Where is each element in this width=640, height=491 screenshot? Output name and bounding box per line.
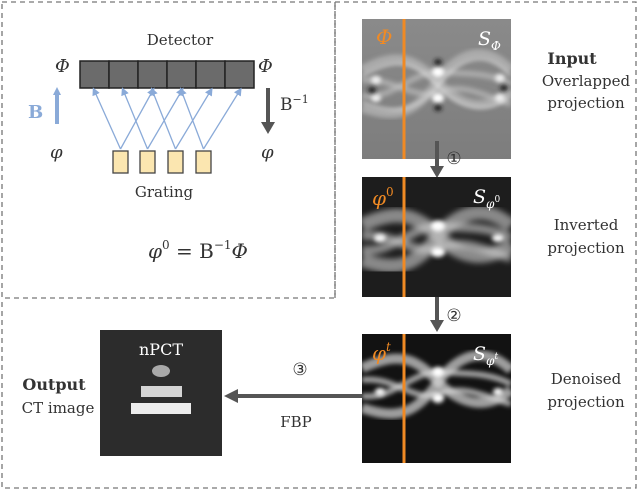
forward-operator-label: B [28, 102, 43, 123]
step1-arrow-head [430, 166, 444, 178]
input-sinogram-label: SΦ [478, 28, 501, 53]
input-sinogram [362, 19, 511, 159]
input-dark-spots [368, 59, 508, 111]
detector-cell [79, 60, 110, 89]
projection-ray [121, 87, 149, 150]
output-image-title: nPCT [139, 340, 183, 359]
phi-right-symbol: Φ [258, 56, 273, 77]
denoised-sinogram-label: Sφt [473, 343, 498, 368]
projection-ray [92, 87, 122, 150]
input-desc-line2: projection [547, 94, 625, 112]
projection-ray [150, 87, 177, 150]
grating-cell [112, 150, 129, 174]
output-ct-image: nPCT [100, 330, 222, 456]
fbp-label: FBP [280, 413, 312, 431]
inverted-sinogram [362, 177, 511, 297]
projection-rays [92, 87, 242, 150]
step1-marker: ① [446, 149, 461, 169]
detector-cell [137, 60, 168, 89]
input-corner-label: Φ [376, 25, 392, 49]
grating-cell [195, 150, 212, 174]
grating-label: Grating [135, 183, 194, 201]
input-desc-line1: Overlapped [542, 72, 631, 90]
input-title: Input [547, 49, 597, 68]
phi-left-symbol: Φ [55, 56, 70, 77]
step3-marker: ③ [292, 360, 307, 380]
system-panel: Detector Φ Φ B B−1 φ φ Grating φ0 = B−1Φ [28, 31, 309, 263]
denoised-desc-line1: Denoised [551, 370, 622, 388]
inverted-desc-line2: projection [547, 239, 625, 257]
denoised-sinogram [362, 334, 511, 463]
varphi-right-symbol: φ [261, 142, 274, 163]
grating-array [112, 150, 212, 174]
inverted-corner-label: φ0 [372, 185, 394, 210]
detector-array [79, 60, 255, 89]
inverted-sinogram-label: Sφ0 [473, 186, 500, 211]
detector-cell [108, 60, 139, 89]
projection-ray [119, 87, 155, 150]
grating-cell [167, 150, 184, 174]
grating-cell [139, 150, 156, 174]
projection-ray [202, 87, 242, 150]
varphi-left-symbol: φ [50, 142, 63, 163]
step2-arrow-head [430, 320, 444, 332]
phantom-block-middle [141, 386, 182, 397]
inverted-desc-line1: Inverted [554, 216, 619, 234]
denoised-desc-line2: projection [547, 393, 625, 411]
detector-cell [195, 60, 226, 89]
output-desc: CT image [22, 399, 95, 417]
input-bright-spots [371, 67, 505, 103]
projection-ray [179, 87, 205, 150]
inverse-operator-label: B−1 [280, 93, 309, 115]
phantom-ellipse [152, 365, 170, 377]
detector-cell [224, 60, 255, 89]
inversion-equation: φ0 = B−1Φ [148, 238, 248, 263]
inverse-arrow-head [261, 122, 275, 134]
detector-label: Detector [147, 31, 214, 49]
output-title: Output [22, 375, 86, 394]
step2-marker: ② [446, 306, 461, 326]
denoised-corner-label: φt [372, 340, 391, 365]
step3-arrow-head [224, 389, 238, 403]
detector-cell [166, 60, 197, 89]
phantom-block-bottom [131, 403, 191, 414]
